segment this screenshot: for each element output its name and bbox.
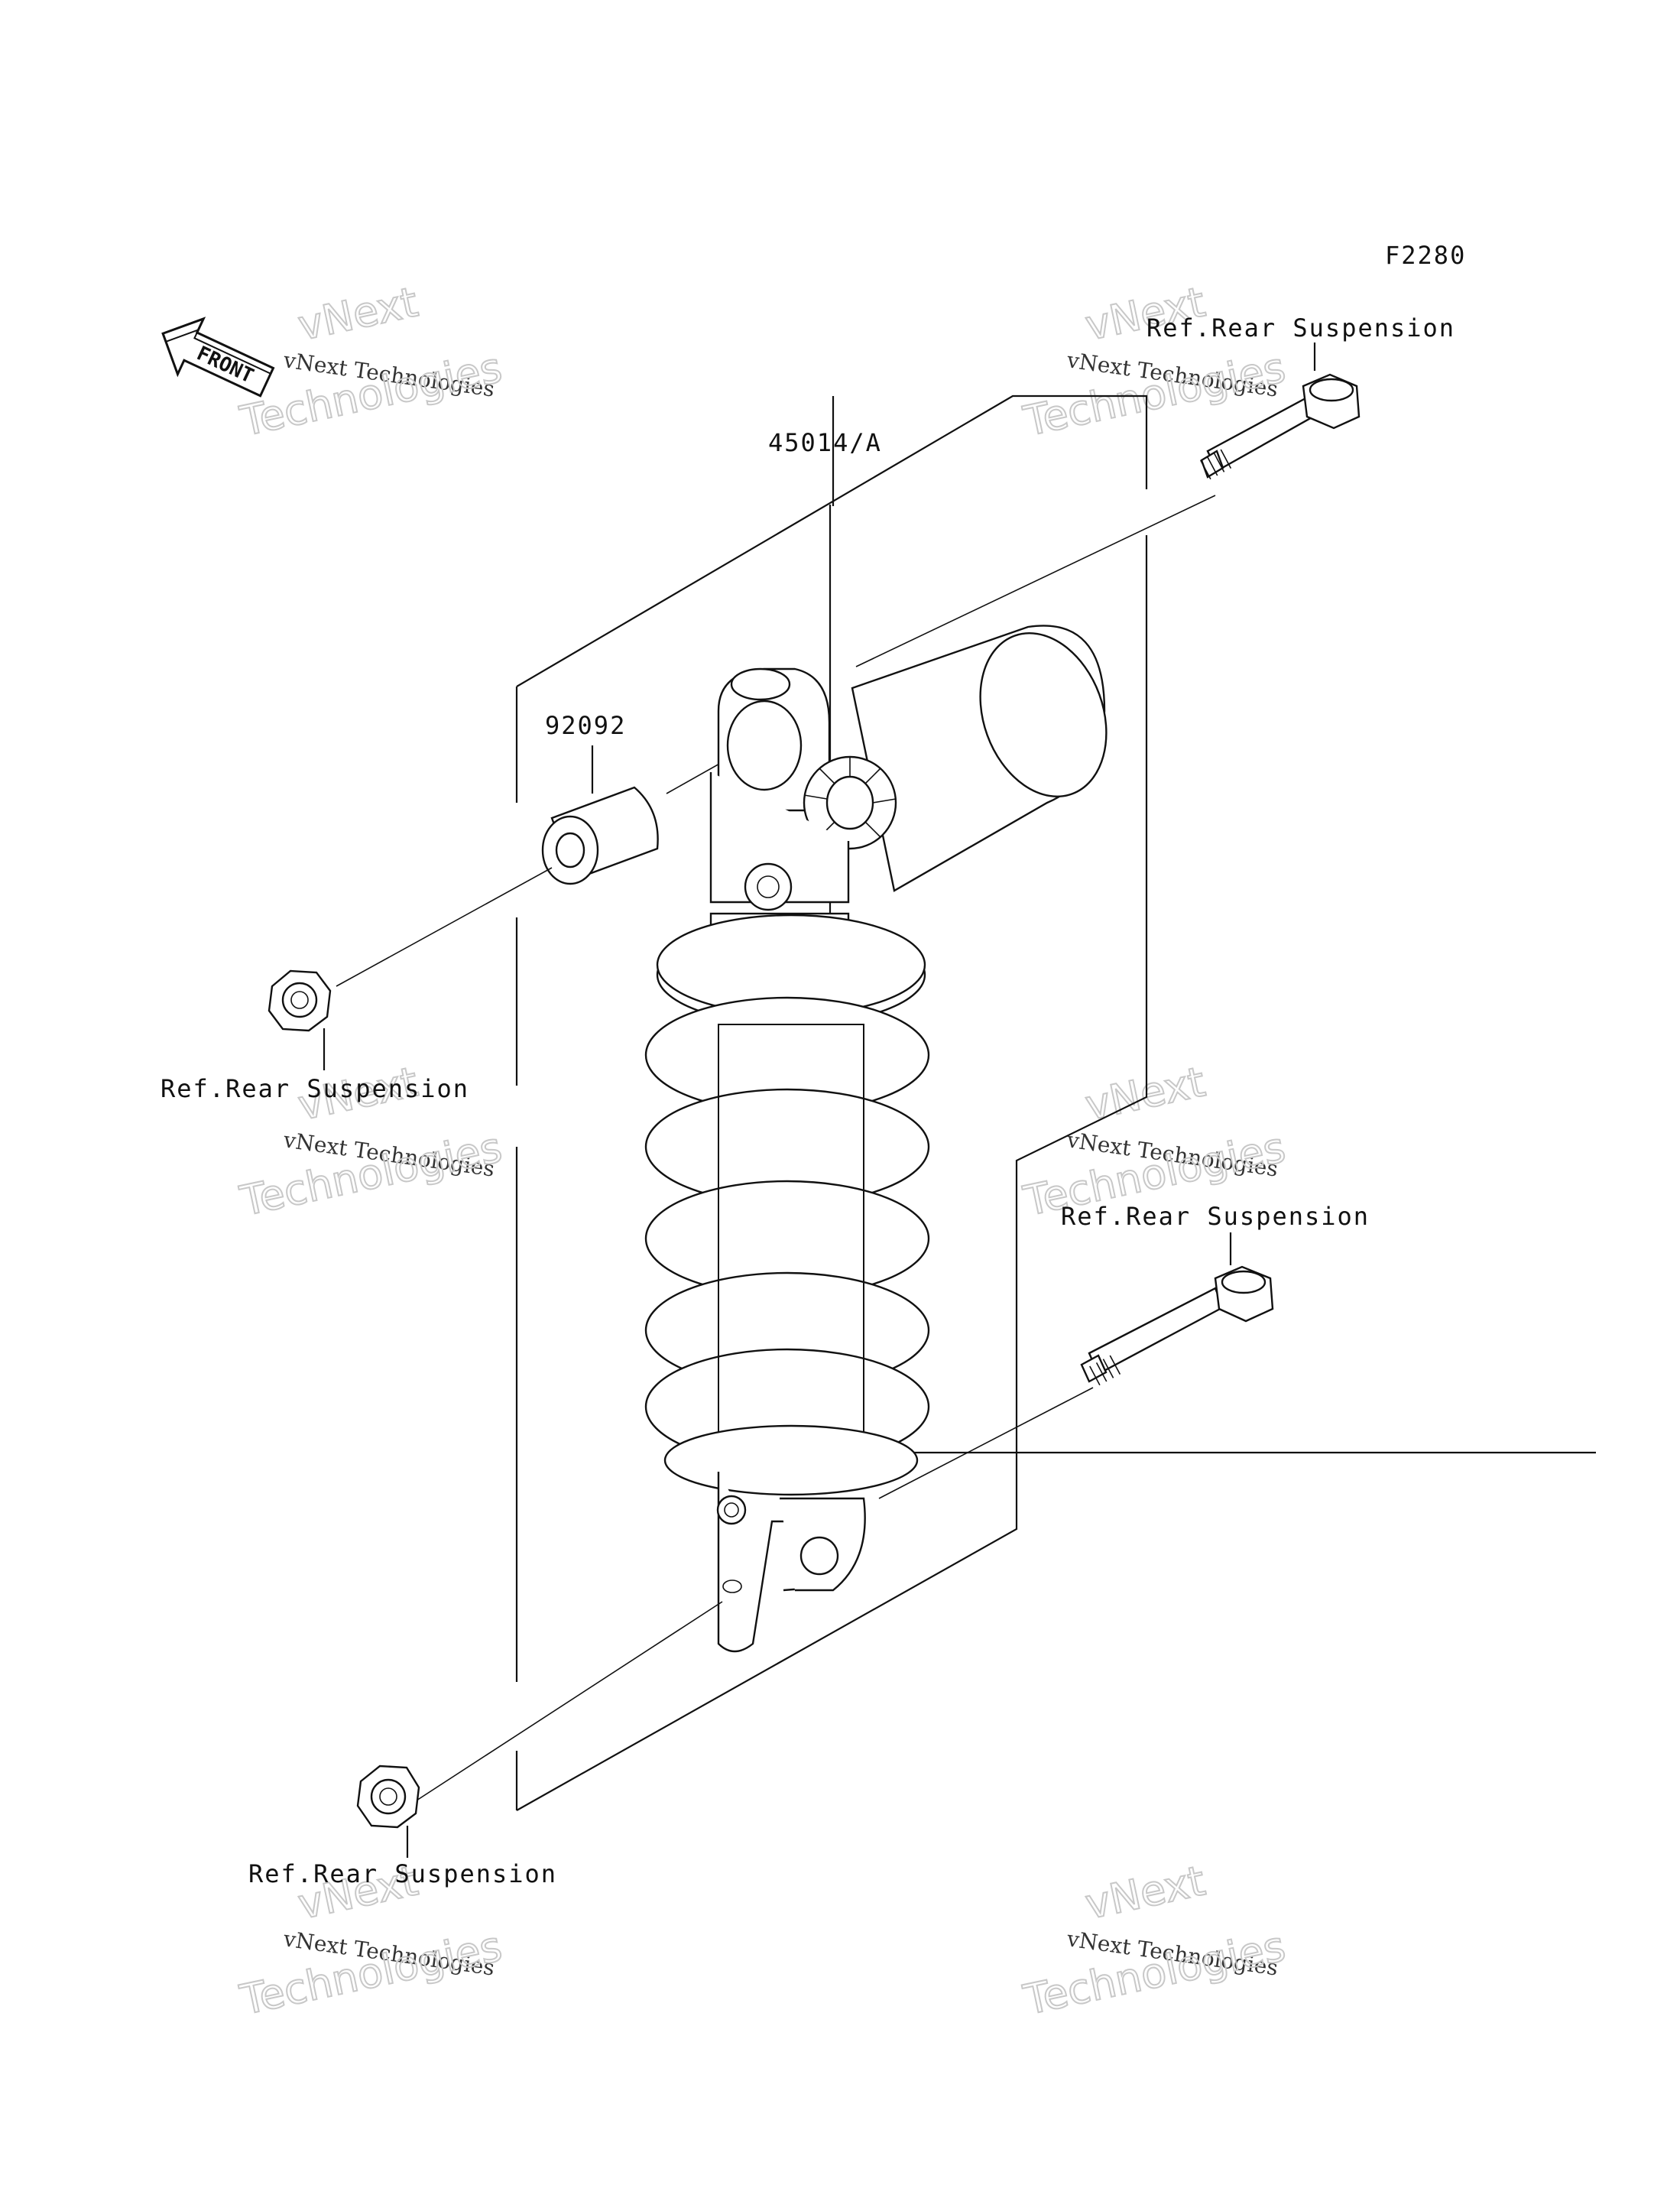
callout-top-nut-ref: Ref.Rear Suspension — [161, 1074, 469, 1103]
callout-top-bolt-ref: Ref.Rear Suspension — [1146, 313, 1455, 343]
svg-text:vNext: vNext — [294, 278, 422, 349]
watermark-top-left: vNext vNext Technologies Technologies — [235, 277, 507, 446]
callout-bottom-nut-ref: Ref.Rear Suspension — [248, 1859, 557, 1888]
top-bolt — [855, 373, 1361, 667]
watermark-mid-right: vNext vNext Technologies Technologies — [1019, 1057, 1290, 1226]
callout-bottom-bolt-ref: Ref.Rear Suspension — [1061, 1202, 1370, 1231]
top-nut — [268, 969, 332, 1032]
callout-collar: 92092 — [545, 711, 626, 740]
svg-text:vNext: vNext — [1082, 1856, 1209, 1928]
figure-code: F2280 — [1385, 241, 1466, 270]
assembly-bracket — [515, 394, 1596, 1811]
watermark-top-right: vNext vNext Technologies Technologies — [1019, 277, 1290, 446]
bottom-nut — [356, 1765, 420, 1829]
callout-shock-absorber: 45014/A — [768, 428, 882, 457]
bottom-bolt — [1080, 1265, 1274, 1386]
shock-absorber-45014a — [644, 625, 1108, 1653]
collar-92092 — [541, 786, 659, 885]
watermark-bottom-right: vNext vNext Technologies Technologies — [1019, 1855, 1290, 2025]
